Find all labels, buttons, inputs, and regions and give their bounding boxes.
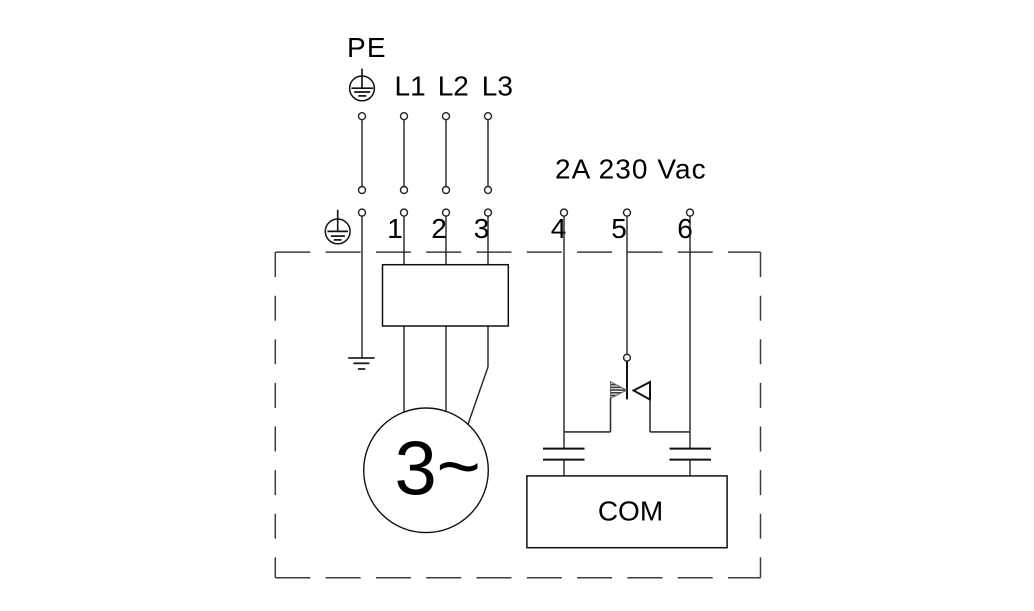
- svg-text:COM: COM: [598, 496, 663, 527]
- svg-text:L1: L1: [395, 70, 426, 101]
- svg-text:1: 1: [387, 213, 403, 244]
- svg-text:6: 6: [677, 213, 693, 244]
- svg-text:3: 3: [474, 213, 490, 244]
- svg-text:L2: L2: [438, 70, 469, 101]
- svg-text:5: 5: [611, 213, 627, 244]
- svg-text:~: ~: [437, 424, 481, 509]
- svg-text:2A 230 Vac: 2A 230 Vac: [555, 154, 707, 185]
- svg-text:2: 2: [431, 213, 447, 244]
- svg-text:L3: L3: [482, 70, 513, 101]
- svg-text:4: 4: [551, 213, 567, 244]
- svg-text:PE: PE: [347, 32, 387, 63]
- svg-text:3: 3: [395, 427, 437, 512]
